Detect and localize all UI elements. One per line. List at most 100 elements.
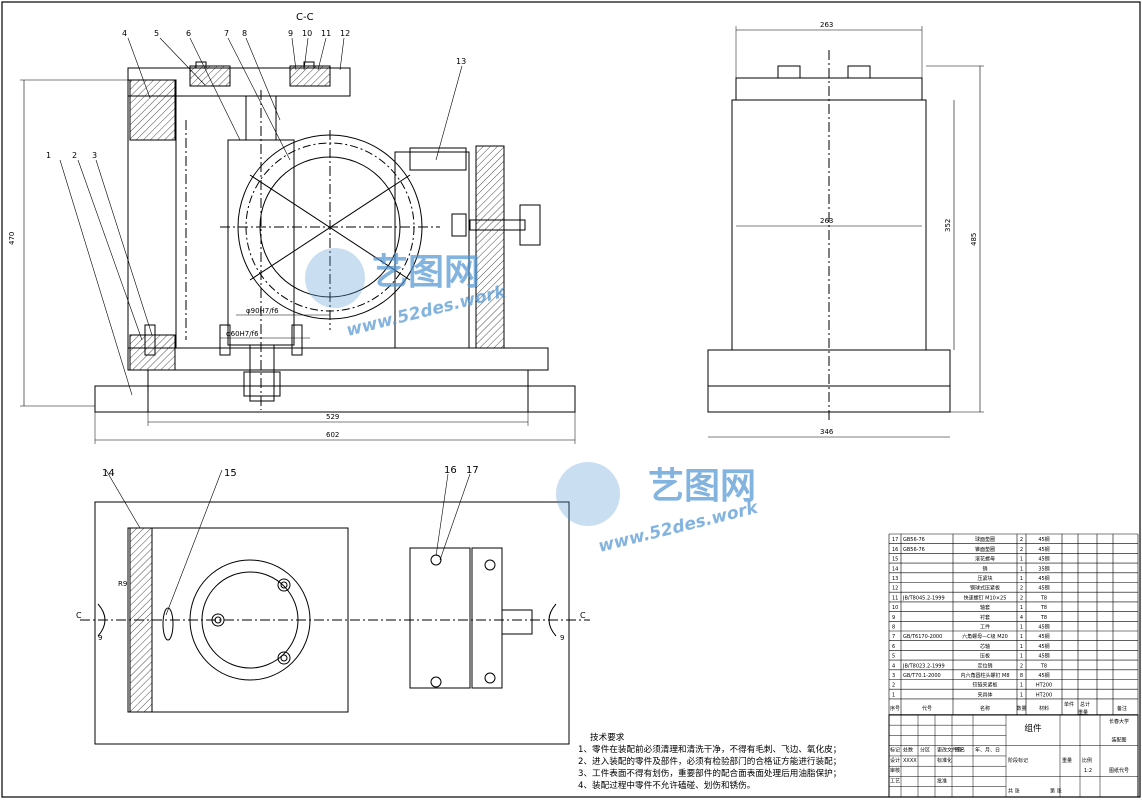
dim-side-mid: 263 [820,217,833,225]
bom-name: 钢球式压紧板 [970,585,1000,592]
part-number: 5 [154,29,159,38]
bom-header: 单件 [1064,701,1074,708]
title-label: 工艺 [890,778,900,784]
bom-header: 名称 [980,705,990,712]
title-label: 标记 [890,747,900,754]
bom-name: 压板 [980,653,990,660]
bom-qty: 1 [1020,683,1023,689]
bom-name: 快速螺钉 M10×25 [964,594,1007,601]
bom-code: GB56-76 [903,547,925,553]
view-label-right: C [580,611,586,620]
bom-header: 备注 [1117,705,1127,712]
part-number: 10 [302,29,312,38]
bom-material: 45钢 [1038,624,1049,631]
part-number: 9 [288,29,293,38]
bom-name: 滚花螺母 [975,556,995,563]
title-label: 批准 [937,777,947,784]
bom-material: 45钢 [1038,585,1049,592]
watermark-text: 艺图网 [648,466,756,507]
dim-side-total: 485 [970,233,978,246]
bom-header: 数量 [1016,705,1026,712]
dim-side-top: 263 [820,21,833,29]
bom-material: 45钢 [1038,575,1049,582]
front-view-labels: 4 5 6 7 8 9 10 11 12 13 1 2 3 470 602 52… [8,29,466,439]
part-number: 7 [224,29,229,38]
dim-fit: φ90H7/f6 [246,307,279,315]
watermark-text: 艺图网 [372,252,480,293]
bom-no: 11 [892,595,898,601]
bom-name: 铰链夹紧板 [972,682,997,689]
bom-no: 4 [892,663,895,669]
bom-no: 9 [892,615,895,621]
part-number: 16 [444,465,457,476]
bom-material: 45钢 [1038,653,1049,660]
bom-code: JB/T8045.2-1999 [902,595,945,601]
plan-view [80,469,590,745]
bom-material: T8 [1040,615,1047,621]
bom-qty: 1 [1020,566,1023,572]
title-drawing-code: 图纸代号 [1109,767,1129,774]
bom-qty: 2 [1020,537,1023,543]
dim-side-inner: 352 [944,219,952,232]
title-label: 标准化 [937,757,952,764]
bom-no: 15 [892,557,898,563]
bom-no: 7 [892,634,895,640]
dim-width: 602 [326,431,339,439]
bom-name: 六角螺母—C级 M20 [962,633,1008,640]
part-number: 12 [340,29,350,38]
bom-name: 锥面垫圈 [975,546,995,553]
side-view [707,26,984,438]
dim-base: 529 [326,413,339,421]
bom-no: 1 [892,692,895,698]
title-value: 1:2 [1084,768,1092,774]
bom-code: GB56-76 [903,537,925,543]
bom-qty: 1 [1020,692,1023,698]
bom-material: HT200 [1036,692,1052,698]
bom-no: 5 [892,654,895,660]
title-label: 重量 [1062,757,1072,764]
bom-qty: 1 [1020,576,1023,582]
title-label: 阶段标记 [1008,757,1028,764]
bom-code: GB/T6170-2000 [903,634,942,640]
title-value: XXXX [903,758,917,764]
dim-radius: R9 [118,580,127,588]
view-label-left: C [76,611,82,620]
bom-header: 代号 [922,705,932,712]
tech-item: 3、工件表面不得有划伤，重要部件的配合面表面处理后用油脂保护； [578,767,841,779]
bom-material: 45钢 [1038,536,1049,543]
bom-qty: 2 [1020,586,1023,592]
bom-code: JB/T8023.2-1999 [902,663,945,669]
part-number: 14 [102,468,115,479]
bom-qty: 2 [1020,595,1023,601]
tech-item: 2、进入装配的零件及部件，必须有检验部门的合格证方能进行装配； [578,755,841,767]
part-number: 13 [456,57,466,66]
bom-header: 重量 [1078,709,1088,716]
bom-qty: 1 [1020,625,1023,631]
part-number: 2 [72,151,77,160]
bom-no: 12 [892,586,898,592]
title-school: 长春大学 [1109,718,1129,725]
bom-no: 14 [892,566,898,572]
bom-qty: 1 [1020,654,1023,660]
bom-material: 45钢 [1038,633,1049,640]
bom-name: 球面垫圈 [975,536,995,543]
dim-slot-right: 9 [560,634,564,642]
part-number: 4 [122,29,127,38]
bom-header: 材料 [1039,705,1049,712]
bom-material: T8 [1040,605,1047,611]
bom-no: 6 [892,644,895,650]
tech-title: 技术要求 [590,731,625,743]
bom-material: 45钢 [1038,556,1049,563]
bom-name: 压紧块 [977,575,992,582]
title-label: 审核 [890,767,900,774]
title-label: 更改文件号 [937,747,962,754]
part-number: 1 [46,151,51,160]
bom-material: HT200 [1036,683,1052,689]
bom-material: 35钢 [1038,565,1049,572]
title-label: 处数 [903,747,913,754]
bom-qty: 2 [1020,663,1023,669]
dim-slot-left: 9 [98,634,102,642]
